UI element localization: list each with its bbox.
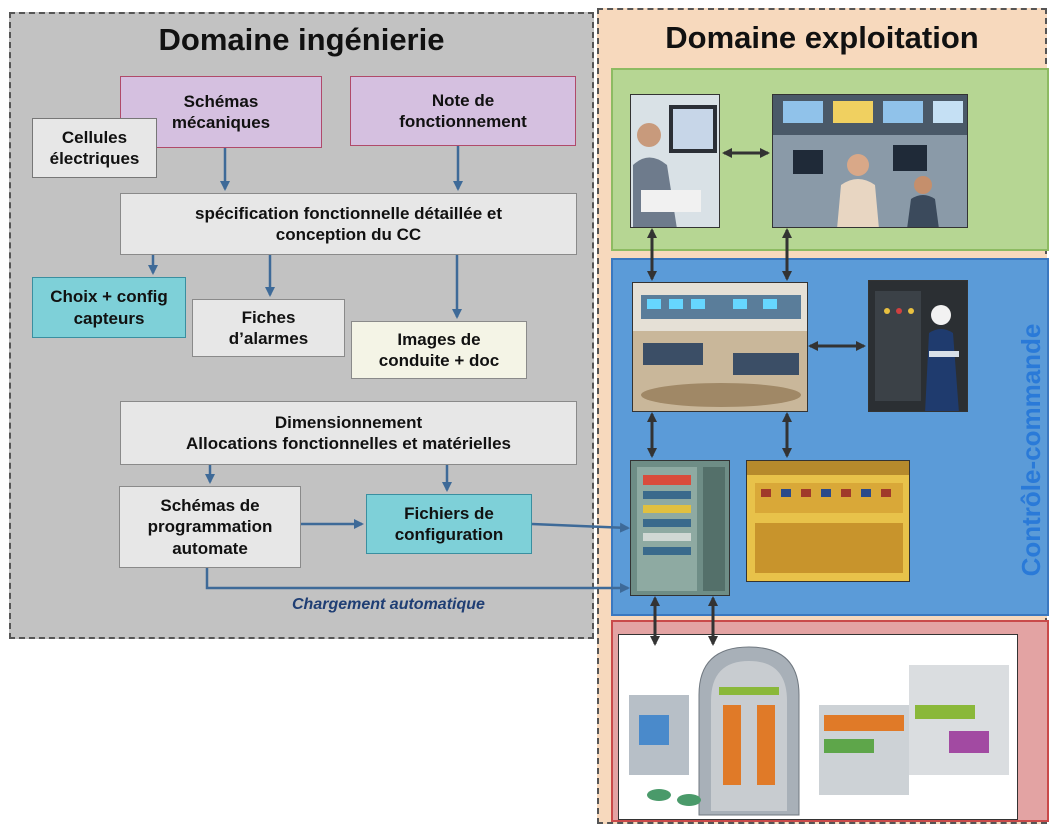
engineering-domain-title: Domaine ingénierie — [158, 22, 445, 57]
schemas-programmation-box: Schémas de programmation automate — [119, 486, 301, 568]
fiches-alarmes-box: Fiches d’alarmes — [192, 299, 345, 357]
dimensionnement-box: Dimensionnement Allocations fonctionnell… — [120, 401, 577, 465]
cellules-electriques-box: Cellules électriques — [32, 118, 157, 178]
operator-workstation-photo — [630, 94, 720, 228]
operator-at-panel-photo — [868, 280, 968, 412]
nuclear-plant-cutaway — [618, 634, 1018, 820]
instrument-panel-photo — [746, 460, 910, 582]
images-conduite-box: Images de conduite + doc — [351, 321, 527, 379]
note-fonctionnement-box: Note de fonctionnement — [350, 76, 576, 146]
schemas-mecaniques-box: Schémas mécaniques — [120, 76, 322, 148]
choix-capteurs-box: Choix + config capteurs — [32, 277, 186, 338]
operation-domain-title: Domaine exploitation — [665, 20, 979, 55]
automation-cabinet-photo — [630, 460, 730, 596]
chargement-automatique-caption: Chargement automatique — [292, 596, 485, 613]
control-room-photo — [632, 282, 808, 412]
control-room-team-photo — [772, 94, 968, 228]
specification-box: spécification fonctionnelle détaillée et… — [120, 193, 577, 255]
controle-commande-text: Contrôle-commande — [1016, 324, 1046, 577]
controle-commande-label: Contrôle-commande — [1013, 300, 1051, 600]
fichiers-configuration-box: Fichiers de configuration — [366, 494, 532, 554]
